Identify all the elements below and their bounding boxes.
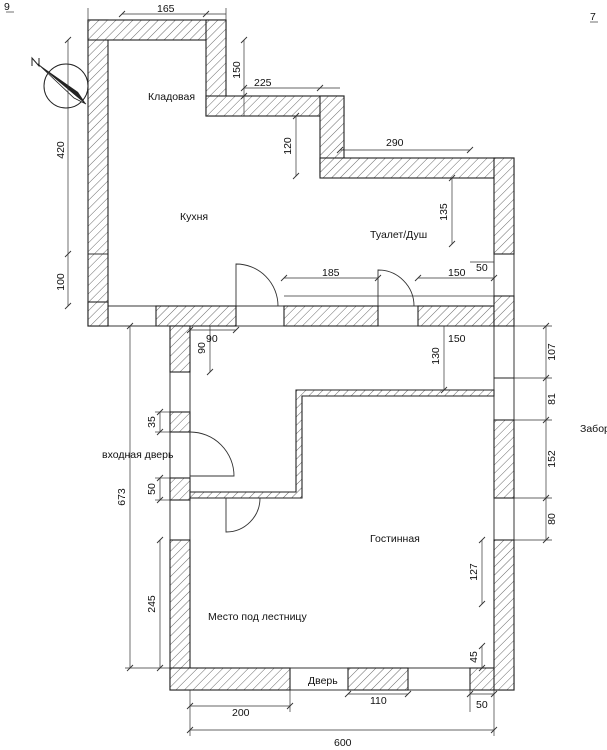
dim-label-45: 45 [468,651,480,663]
wall-segment-open [377,305,419,327]
wall-lower-left-open [169,371,191,413]
room-label-toilet: Туалет/Душ [370,229,427,241]
wall-segment-2 [283,305,379,327]
doors [189,263,415,533]
dimension-lines [6,8,598,736]
door-arc-toilet [377,269,415,307]
wall-toilet-stub [493,295,515,327]
dimension-labels: 165 150 225 420 120 290 135 100 185 150 … [55,3,558,749]
dim-label-35: 35 [146,416,158,428]
dim-label-152: 152 [546,450,558,468]
wall-inner-partition [189,389,495,499]
room-label-stairs: Место под лестницу [208,611,307,623]
partition-walls [107,295,515,327]
wall-segment-open [107,305,157,327]
wall-toilet-top [319,157,515,179]
dim-label-225: 225 [254,77,272,89]
wall-right-window-2 [493,377,515,421]
compass-icon [31,56,89,109]
door-arc-entrance [189,431,235,477]
dim-label-127: 127 [468,563,480,581]
wall-segment-open [235,305,285,327]
wall-upper-left [87,19,109,327]
wall-segment-1 [155,305,237,327]
wall-upper-right [493,157,515,255]
room-label-door: Дверь [308,675,338,687]
dim-label-200: 200 [232,707,250,719]
corner-mark-right: 7 [590,11,596,23]
door-arc-inner [225,497,261,533]
wall-bottom-window [407,667,471,691]
dim-label-110: 110 [370,695,387,707]
dim-label-120: 120 [282,137,294,155]
wall-right-window-1 [493,325,515,379]
dim-label-135: 135 [438,203,450,221]
wall-right-mid [493,419,515,499]
dim-label-150: 150 [231,61,243,79]
dim-label-50c: 50 [476,699,488,711]
dim-label-150b: 150 [448,267,466,279]
walls [87,19,515,327]
dim-label-81: 81 [546,393,558,405]
wall-left-lower [87,301,109,327]
wall-right-window-3 [493,497,515,541]
corner-mark-left: 9 [4,1,10,13]
room-label-fence: Забор [580,423,607,435]
dim-label-600: 600 [334,737,352,749]
dim-label-290: 290 [386,137,404,149]
dim-label-185: 185 [322,267,340,279]
wall-lower-left-open2 [169,499,191,541]
dim-label-80: 80 [546,513,558,525]
wall-entrance-top [169,411,191,433]
dim-label-50b: 50 [146,483,158,495]
dim-label-90b: 90 [196,342,208,354]
wall-entrance-bottom [169,477,191,501]
dim-label-90: 90 [206,333,218,345]
wall-segment-3 [417,305,495,327]
wall-bottom-mid [347,667,409,691]
dim-label-673: 673 [116,488,128,506]
wall-right-lower [493,539,515,691]
dim-label-130: 130 [430,347,442,365]
dim-label-150c: 150 [448,333,466,345]
room-label-living: Гостинная [370,533,420,545]
dim-label-245: 245 [146,595,158,613]
wall-upper-top [87,19,227,41]
dim-label-107: 107 [546,343,558,361]
dim-label-100: 100 [55,273,67,291]
room-label-kitchen: Кухня [180,211,208,223]
dim-label-165: 165 [157,3,175,15]
dim-label-50: 50 [476,262,488,274]
room-label-entrance: входная дверь [102,449,174,461]
room-label-pantry: Кладовая [148,91,195,103]
wall-bottom-left [169,667,291,691]
room-labels: Кладовая Кухня Туалет/Душ входная дверь … [4,1,607,687]
dim-label-420: 420 [55,141,67,159]
door-arc-kitchen [235,263,279,307]
lower-walls [169,325,515,691]
